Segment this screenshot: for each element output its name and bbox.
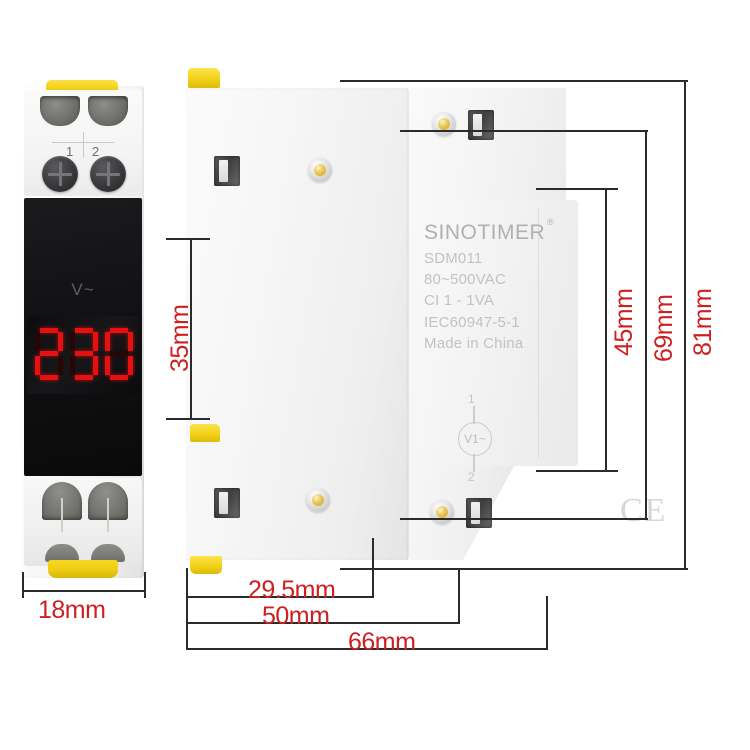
front-view-unit: 1 2 V~ — [22, 80, 144, 578]
dimline-50mm-left-tick — [186, 596, 188, 624]
dimline-18mm-horizontal — [22, 590, 146, 592]
bottom-yellow-tab — [190, 556, 222, 574]
dimline-66mm-horizontal — [186, 648, 548, 650]
dimline-18mm-left-tick — [22, 572, 24, 598]
top-yellow-tab — [188, 68, 220, 88]
rivet-bottom-left — [306, 488, 330, 512]
wire-entry-hole-2 — [88, 96, 128, 126]
brand-name: SINOTIMER® — [424, 217, 555, 244]
dimension-50mm: 50mm — [262, 602, 330, 630]
dimline-69mm-vertical — [645, 130, 647, 520]
dimline-81mm-top-tick — [340, 80, 688, 82]
mounting-slot-bottom-left — [214, 488, 240, 518]
dimline-45mm-vertical — [605, 188, 607, 472]
circuit-symbol: 1 V1~ 2 — [444, 392, 504, 486]
dimline-45mm-top-tick — [536, 188, 618, 190]
power-rating: CI 1 - 1VA — [424, 292, 495, 310]
housing-seam-2 — [538, 208, 539, 458]
led-digit-3 — [105, 328, 133, 380]
terminal-number-2: 2 — [92, 144, 100, 159]
dimline-35mm-bottom-tick — [166, 418, 210, 420]
led-reading — [35, 328, 133, 380]
bottom-wire-hole-1 — [42, 482, 82, 532]
bottom-terminal-block — [24, 478, 142, 566]
bottom-contact-1 — [45, 544, 79, 562]
wire-entry-hole-1 — [40, 96, 80, 126]
dimline-50mm-right-tick — [458, 568, 460, 624]
circuit-wire-top — [473, 406, 475, 424]
terminal-divider-horizontal — [52, 142, 114, 143]
dimline-69mm-top-tick — [400, 130, 648, 132]
rivet-bottom-right — [430, 500, 454, 524]
led-digit-1 — [35, 328, 63, 380]
side-view-unit: SINOTIMER® SDM011 80~500VAC CI 1 - 1VA I… — [186, 68, 665, 580]
bottom-contact-2 — [91, 544, 125, 562]
mid-yellow-tab — [190, 424, 220, 442]
circuit-wire-bottom — [473, 454, 475, 472]
product-label: SINOTIMER® SDM011 80~500VAC CI 1 - 1VA I… — [424, 217, 555, 354]
dimline-35mm-top-tick — [166, 238, 210, 240]
registered-mark: ® — [547, 217, 555, 227]
top-terminal-block: 1 2 — [24, 90, 142, 196]
voltage-range: 80~500VAC — [424, 271, 507, 289]
terminal-screw-1[interactable] — [42, 156, 78, 192]
dimline-69mm-bottom-tick — [400, 518, 648, 520]
dimline-81mm-vertical — [684, 80, 686, 570]
mounting-slot-top-left — [214, 156, 240, 186]
side-housing-upper — [408, 88, 566, 200]
dimline-35mm-vertical — [190, 238, 192, 420]
dimline-29-5mm-left-tick — [186, 568, 188, 598]
dimension-29-5mm: 29.5mm — [248, 576, 336, 604]
mounting-slot-top-right — [468, 110, 494, 140]
dimline-50mm-horizontal — [186, 622, 460, 624]
circuit-terminal-top: 1 — [468, 392, 475, 406]
dimline-29-5mm-right-tick — [372, 538, 374, 598]
mounting-slot-bottom-right — [466, 498, 492, 528]
side-housing-mid — [408, 200, 578, 466]
terminal-number-1: 1 — [66, 144, 74, 159]
terminal-screw-2[interactable] — [90, 156, 126, 192]
led-display-window — [27, 316, 139, 394]
standard-code: IEC60947-5-1 — [424, 313, 520, 331]
dimension-35mm: 35mm — [166, 304, 194, 372]
dimension-66mm: 66mm — [348, 628, 416, 656]
rivet-top-right — [432, 112, 456, 136]
dimline-81mm-bottom-tick — [340, 568, 688, 570]
voltmeter-symbol: V1~ — [458, 422, 492, 456]
dimline-29-5mm-horizontal — [186, 596, 374, 598]
dimline-45mm-bottom-tick — [536, 470, 618, 472]
dimline-66mm-left-tick — [186, 622, 188, 650]
dimline-66mm-right-tick — [546, 596, 548, 650]
dimension-18mm: 18mm — [38, 596, 106, 624]
dimension-81mm: 81mm — [689, 288, 717, 356]
dimension-69mm: 69mm — [650, 294, 678, 362]
model-number: SDM011 — [424, 249, 483, 267]
display-faceplate: V~ — [24, 198, 142, 476]
rivet-top-left — [308, 158, 332, 182]
dimline-18mm-right-tick — [144, 572, 146, 598]
bottom-wire-hole-2 — [88, 482, 128, 532]
terminal-divider-vertical — [83, 132, 84, 158]
din-rail-clip-front — [48, 560, 118, 578]
circuit-terminal-bottom: 2 — [468, 470, 475, 484]
dimension-45mm: 45mm — [610, 288, 638, 356]
led-digit-2 — [70, 328, 98, 380]
ce-mark: CE — [620, 492, 668, 529]
origin-text: Made in China — [424, 335, 524, 352]
unit-label: V~ — [71, 280, 95, 299]
housing-seam-1 — [408, 90, 409, 558]
